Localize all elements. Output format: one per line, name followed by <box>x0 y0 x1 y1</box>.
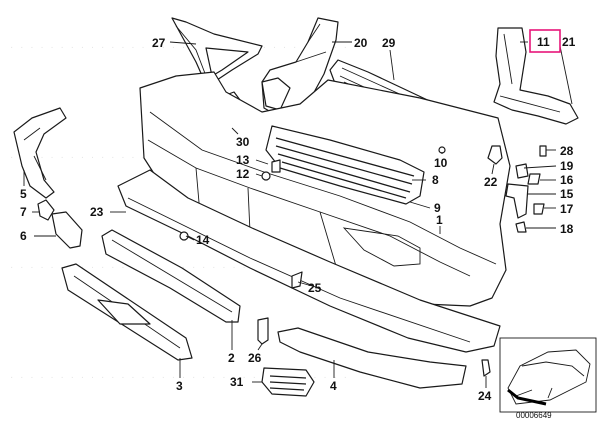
callout-1[interactable]: 1 <box>436 213 443 227</box>
part-31-grille-insert[interactable] <box>261 367 315 397</box>
callout-30[interactable]: 30 <box>236 135 250 149</box>
svg-text:· · · · · · · · · · · · · · ·: · · · · · · · · · · · · · · · · · · · · … <box>10 372 349 383</box>
callout-24[interactable]: 24 <box>478 389 492 403</box>
callout-4[interactable]: 4 <box>330 379 337 393</box>
callout-23[interactable]: 23 <box>90 205 104 219</box>
callout-20[interactable]: 20 <box>354 36 368 50</box>
callout-2[interactable]: 2 <box>228 351 235 365</box>
part-5-side-trim[interactable] <box>13 107 67 199</box>
callout-27[interactable]: 27 <box>152 36 166 50</box>
svg-text:· · · · · · · · · · · · · · ·: · · · · · · · · · · · · · · · · · · · · … <box>10 42 349 53</box>
callout-25[interactable]: 25 <box>308 281 322 295</box>
part-4-lower-lip[interactable] <box>277 327 467 389</box>
part-27-bracket[interactable] <box>171 17 263 83</box>
part-11-21-right-bracket[interactable] <box>493 27 579 125</box>
callout-5[interactable]: 5 <box>20 187 27 201</box>
callout-19[interactable]: 19 <box>560 159 574 173</box>
part-8-9-grille[interactable] <box>265 125 425 205</box>
part-20-air-duct[interactable] <box>261 17 339 117</box>
part-7-clip[interactable] <box>37 199 55 221</box>
callout-16[interactable]: 16 <box>560 173 574 187</box>
callout-22[interactable]: 22 <box>484 175 498 189</box>
callout-14[interactable]: 14 <box>196 233 210 247</box>
callout-labels: 27 20 29 11 21 30 13 12 10 8 9 1 5 7 6 2… <box>20 35 576 403</box>
leader-lines <box>23 41 573 388</box>
callout-13[interactable]: 13 <box>236 153 250 167</box>
callout-3[interactable]: 3 <box>176 379 183 393</box>
callout-8[interactable]: 8 <box>432 173 439 187</box>
part-3-plate-base[interactable] <box>61 263 193 361</box>
callout-18[interactable]: 18 <box>560 222 574 236</box>
part-2-reinforcement[interactable] <box>101 229 241 323</box>
callout-26[interactable]: 26 <box>248 351 262 365</box>
vehicle-location-thumbnail <box>499 337 597 413</box>
callout-6[interactable]: 6 <box>20 229 27 243</box>
callout-29[interactable]: 29 <box>382 36 396 50</box>
callout-12[interactable]: 12 <box>236 167 250 181</box>
callout-7[interactable]: 7 <box>20 205 27 219</box>
callout-31[interactable]: 31 <box>230 375 244 389</box>
callout-17[interactable]: 17 <box>560 202 574 216</box>
callout-11[interactable]: 11 <box>537 35 550 49</box>
callout-11-highlight <box>529 29 561 53</box>
callout-21[interactable]: 21 <box>562 35 576 49</box>
callout-10[interactable]: 10 <box>434 156 448 170</box>
callout-15[interactable]: 15 <box>560 187 574 201</box>
callout-28[interactable]: 28 <box>560 144 574 158</box>
drawing-number: 00006649 <box>516 411 552 420</box>
part-6-small-bracket[interactable] <box>51 211 83 249</box>
callout-9[interactable]: 9 <box>434 201 441 215</box>
